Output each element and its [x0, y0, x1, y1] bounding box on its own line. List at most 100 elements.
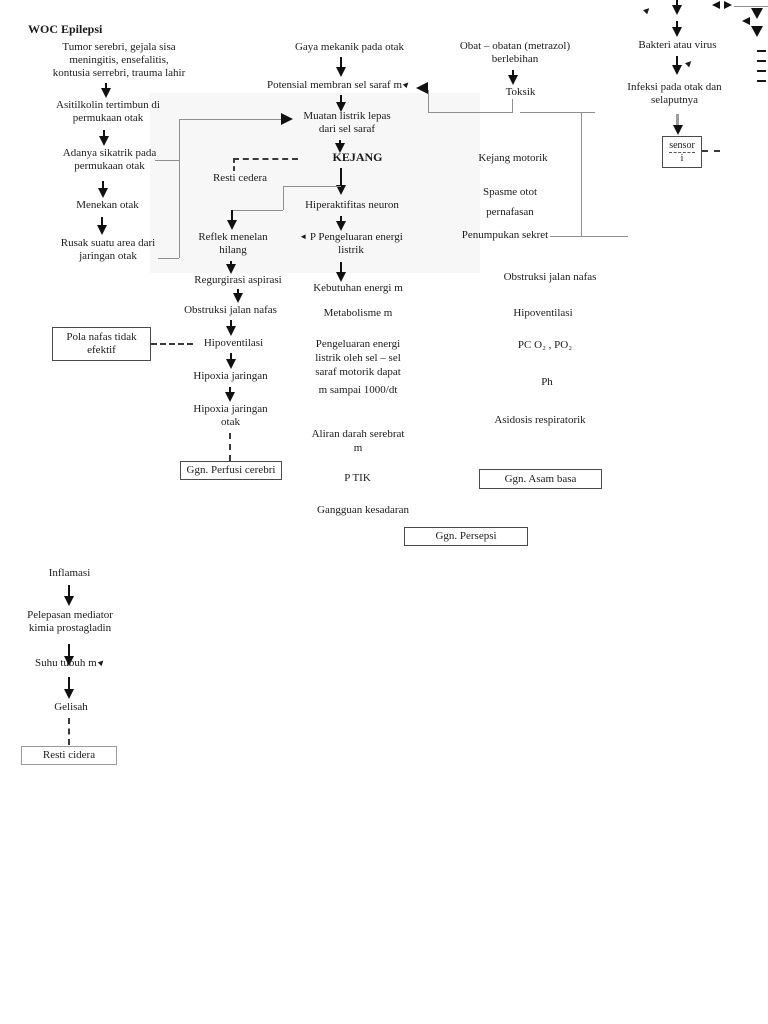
node-hipoxia-otak: Hipoxia jaringan otak [193, 403, 268, 428]
node-kejang: KEJANG [332, 150, 383, 164]
node-gangguan-kesadaran: Gangguan kesadaran [317, 504, 409, 516]
node-hiperaktifitas: Hiperaktifitas neuron [305, 199, 399, 211]
node-pelepasan-mediator: Pelepasan mediator kimia prostagladin [27, 609, 113, 634]
arrow-down [97, 217, 107, 235]
node-spasme-otot: Spasme otot pernafasan [482, 186, 538, 218]
box-sensori: sensor i [662, 136, 702, 168]
arrow-down [336, 95, 346, 112]
node-obstruksi-jalan-nafas: Obstruksi jalan nafas [184, 304, 277, 316]
connector-line [232, 210, 283, 211]
node-kejang-motorik: Kejang motorik [478, 152, 548, 164]
node-reflek-menelan: Reflek menelan hilang [198, 231, 268, 256]
node-penumpukan-sekret: Penumpukan sekret [461, 229, 549, 241]
increase-arrow-icon: ▲ [639, 3, 655, 18]
cutoff-dash [757, 50, 766, 52]
node-hipoventilasi-2: Hipoventilasi [513, 307, 573, 319]
node-hipoventilasi: Hipoventilasi [203, 337, 264, 349]
box-pola-nafas: Pola nafas tidak efektif [52, 327, 151, 361]
box-sensori-line2: i [680, 152, 684, 164]
arrow-down [225, 387, 235, 402]
connector-line [512, 99, 513, 112]
arrowhead-down [751, 26, 763, 37]
connector-line [428, 112, 513, 113]
arrow-down [336, 168, 346, 195]
arrow-down [99, 130, 109, 146]
arrow-down [64, 677, 74, 699]
arrow-down [336, 57, 346, 77]
arrow-down [672, 21, 682, 37]
node-asidosis: Asidosis respiratorik [494, 414, 586, 426]
connector-line [179, 119, 281, 120]
node-gelisah: Gelisah [54, 701, 88, 713]
node-pengeluaran-energi: ◄ P Pengeluaran energi listrik [295, 231, 407, 257]
cutoff-dash [757, 70, 766, 72]
dashed-connector [702, 150, 720, 152]
node-aliran-darah: Aliran darah serebrat m [311, 428, 405, 454]
arrowhead-left [712, 1, 720, 9]
node-potensial-membran: Potensial membran sel saraf m▲ [267, 77, 414, 92]
connector-line [283, 186, 341, 187]
node-toksik: Toksik [505, 86, 536, 98]
node-label: P Pengeluaran energi listrik [309, 231, 403, 256]
cutoff-dash [757, 80, 766, 82]
dashed-connector [233, 158, 298, 160]
arrowhead-left [416, 82, 428, 94]
arrow-down [336, 216, 346, 231]
arrow-down [508, 70, 518, 85]
arrowhead-down [751, 8, 763, 19]
dashed-connector [68, 718, 70, 745]
arrow-down [226, 353, 236, 369]
node-obstruksi-2: Obstruksi jalan nafas [503, 271, 597, 283]
box-ggn-perfusi: Ggn. Perfusi cerebri [180, 461, 282, 480]
node-sampai-1000: m sampai 1000/dt [318, 384, 398, 396]
node-label: Potensial membran sel saraf m [267, 79, 403, 91]
node-infeksi-otak: Infeksi pada otak dan selaputnya [627, 81, 722, 106]
node-pengeluaran-sel: Pengeluaran energi listrik oleh sel – se… [315, 338, 401, 378]
box-ggn-asam-basa: Ggn. Asam basa [479, 469, 602, 489]
connector-line [179, 119, 180, 258]
dashed-connector [151, 343, 193, 345]
connector-line [550, 236, 628, 237]
node-rusak-area: Rusak suatu area dari jaringan otak [60, 237, 156, 262]
left-arrowhead-icon: ◄ [299, 232, 308, 241]
connector-line [283, 186, 284, 210]
box-ggn-persepsi: Ggn. Persepsi [404, 527, 528, 546]
node-inflamasi: Inflamasi [48, 567, 91, 579]
connector-line [158, 258, 179, 259]
node-obat-metrazol: Obat – obatan (metrazol) berlebihan [459, 40, 571, 65]
arrow-down [64, 644, 74, 666]
node-gaya-mekanik: Gaya mekanik pada otak [294, 41, 405, 53]
arrowhead-left [742, 17, 750, 25]
node-pco2-po2: PC O₂ , PO₂ [517, 339, 573, 351]
connector-line [428, 90, 429, 112]
connector-line [734, 6, 768, 7]
box-resti-cidera: Resti cidera [21, 746, 117, 765]
node-menekan-otak: Menekan otak [76, 199, 139, 211]
arrow-down [672, 56, 682, 75]
arrow-down [233, 289, 243, 303]
node-tumor-serebri: Tumor serebri, gejala sisa meningitis, e… [52, 41, 186, 79]
arrow-down [101, 83, 111, 98]
node-regurgirasi: Regurgirasi aspirasi [194, 274, 282, 286]
node-ph: Ph [541, 376, 553, 388]
arrow-down [226, 261, 236, 274]
background-panel [150, 93, 480, 273]
cutoff-dash [757, 60, 766, 62]
dashed-connector [229, 433, 231, 461]
page-title: WOC Epilepsi [28, 22, 103, 36]
node-p-tik: P TIK [344, 472, 371, 484]
arrow-down [673, 114, 683, 135]
box-sensori-line1: sensor [669, 139, 695, 153]
node-sikatrik: Adanya sikatrik pada permukaan otak [62, 147, 157, 172]
node-metabolisme: Metabolisme m [323, 307, 393, 319]
connector-line [520, 112, 595, 113]
arrowhead-right [724, 1, 732, 9]
node-suhu-tubuh: Suhu tubuh m▲ [35, 655, 108, 670]
node-bakteri-virus: Bakteri atau virus [638, 39, 717, 51]
arrow-down [226, 320, 236, 336]
node-muatan-listrik: Muatan listrik lepas dari sel saraf [303, 110, 391, 135]
arrow-down [227, 210, 237, 230]
arrow-down [335, 140, 345, 153]
increase-arrow-icon: ▲ [681, 56, 697, 71]
